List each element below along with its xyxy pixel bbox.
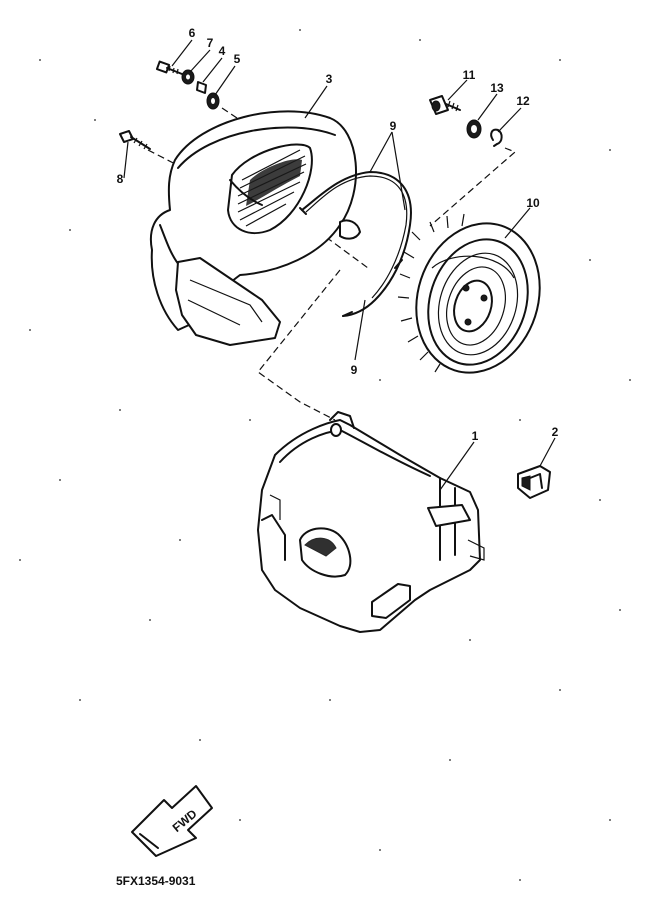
shroud-grille	[237, 149, 307, 227]
callout-4: 4	[219, 44, 226, 58]
callout-9-lower: 9	[351, 363, 358, 377]
callout-5: 5	[234, 52, 241, 66]
clip-part-2	[517, 465, 551, 499]
fan-shroud-part-3	[150, 110, 361, 346]
callout-8: 8	[117, 172, 124, 186]
callout-13: 13	[490, 81, 504, 95]
drawing-code: 5FX1354-9031	[116, 874, 196, 888]
callout-leaders	[123, 39, 556, 491]
callout-1: 1	[472, 429, 479, 443]
grommet-part-5	[206, 92, 220, 110]
forward-direction-arrow: FWD	[131, 785, 213, 857]
cylinder-cowling-part-1	[257, 411, 485, 633]
callout-10: 10	[526, 196, 540, 210]
bolt-part-6	[155, 60, 183, 75]
callout-7: 7	[207, 36, 214, 50]
spring-washer-part-12	[490, 128, 503, 147]
callout-3: 3	[326, 72, 333, 86]
callout-12: 12	[516, 94, 530, 108]
bolt-part-8	[119, 130, 151, 150]
collar-part-4	[196, 81, 207, 94]
bolt-part-11	[429, 95, 461, 115]
washer-part-7	[181, 69, 195, 85]
callout-11: 11	[463, 68, 476, 82]
washer-part-13	[466, 119, 482, 139]
callout-2: 2	[552, 425, 559, 439]
callout-6: 6	[189, 26, 196, 40]
speckle-noise	[19, 29, 631, 881]
callout-9-upper: 9	[390, 119, 397, 133]
flywheel-fan-part-10	[397, 213, 541, 374]
callout-labels: 6 7 4 5 3 8 9 9 10 11 13 12 1 2	[117, 26, 559, 443]
